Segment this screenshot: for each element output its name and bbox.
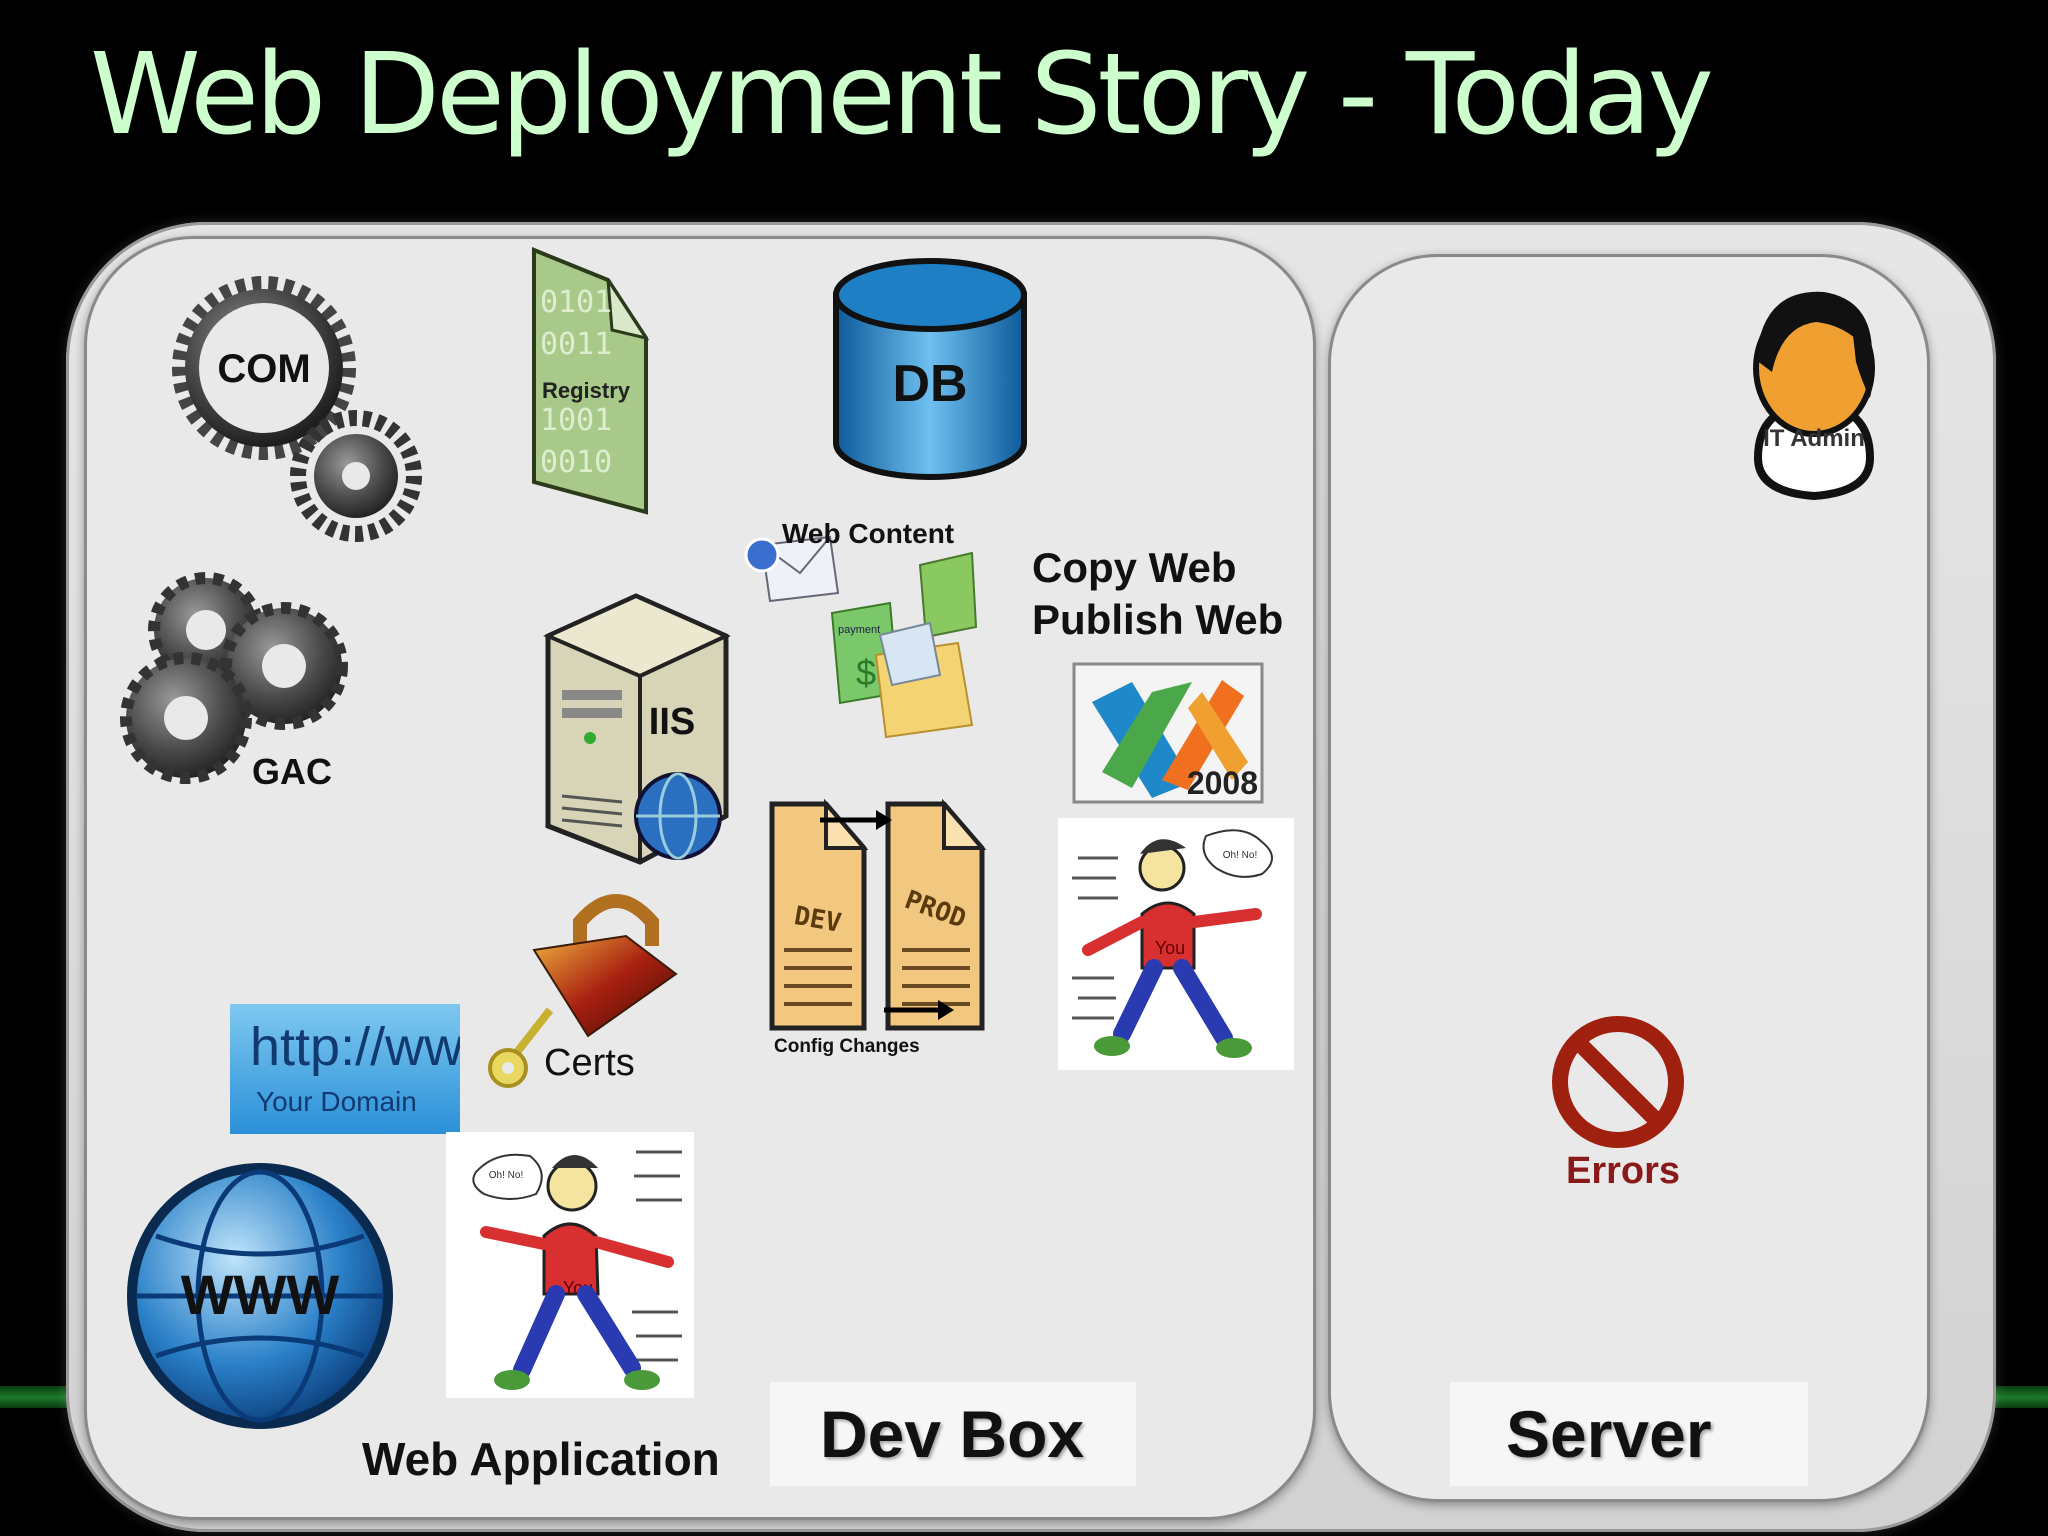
- gac-gears-icon: GAC: [120, 572, 348, 792]
- copy-web-label: Copy Web: [1032, 544, 1237, 591]
- svg-text:$: $: [856, 652, 876, 693]
- you-label-top: You: [1155, 938, 1185, 958]
- web-application-label: Web Application: [362, 1433, 720, 1485]
- visual-studio-2008-logo-icon: 2008: [1072, 662, 1264, 804]
- svg-text:0101: 0101: [540, 285, 612, 320]
- com-label: COM: [217, 347, 310, 391]
- walking-person-icon: You Oh! No!: [1058, 818, 1294, 1070]
- db-label: DB: [892, 355, 967, 413]
- svg-text:0010: 0010: [540, 445, 612, 480]
- errors-label: Errors: [1566, 1150, 1681, 1192]
- publish-web-label: Publish Web: [1032, 596, 1284, 643]
- www-label: WWW: [181, 1263, 340, 1326]
- certs-label: Certs: [544, 1042, 635, 1084]
- iis-label: IIS: [649, 701, 695, 743]
- registry-label: Registry: [542, 378, 631, 403]
- your-domain-label: Your Domain: [256, 1086, 417, 1117]
- com-gears-icon: COM: [172, 276, 422, 542]
- svg-text:1001: 1001: [540, 403, 612, 438]
- gac-label: GAC: [252, 751, 332, 792]
- web-content-icon: payment $: [744, 535, 978, 739]
- server-label: Server: [1506, 1397, 1712, 1471]
- vs-year-label: 2008: [1187, 765, 1258, 801]
- no-entry-icon: [1552, 1016, 1684, 1148]
- oh-no-label-bottom: Oh! No!: [489, 1170, 523, 1181]
- padlock-icon: [532, 894, 678, 1038]
- it-admin-avatar-icon: IT Admin: [1753, 291, 1875, 501]
- config-changes-icon: DEV PROD: [769, 798, 987, 1031]
- config-changes-label: Config Changes: [774, 1036, 920, 1057]
- walking-person-icon: You Oh! No!: [446, 1132, 694, 1398]
- web-content-label: Web Content: [782, 518, 955, 549]
- iis-server-icon: IIS: [543, 593, 731, 865]
- oh-no-label-top: Oh! No!: [1223, 850, 1257, 861]
- http-label: http://ww: [250, 1017, 460, 1077]
- key-icon: [488, 1007, 554, 1088]
- server-label-plate: [1450, 1382, 1808, 1486]
- www-globe-icon: WWW: [127, 1163, 393, 1429]
- registry-icon: 0101 0011 1001 0010 Registry: [532, 247, 650, 515]
- your-domain-banner: http://ww Your Domain: [230, 1004, 460, 1134]
- dev-box-label: Dev Box: [820, 1397, 1085, 1471]
- dev-box-label-plate: [770, 1382, 1136, 1486]
- svg-text:0011: 0011: [540, 327, 612, 362]
- slide-title: Web Deployment Story - Today: [90, 30, 1714, 160]
- it-admin-label: IT Admin: [1763, 425, 1865, 452]
- payment-label: payment: [838, 624, 880, 636]
- database-icon: DB: [833, 258, 1027, 480]
